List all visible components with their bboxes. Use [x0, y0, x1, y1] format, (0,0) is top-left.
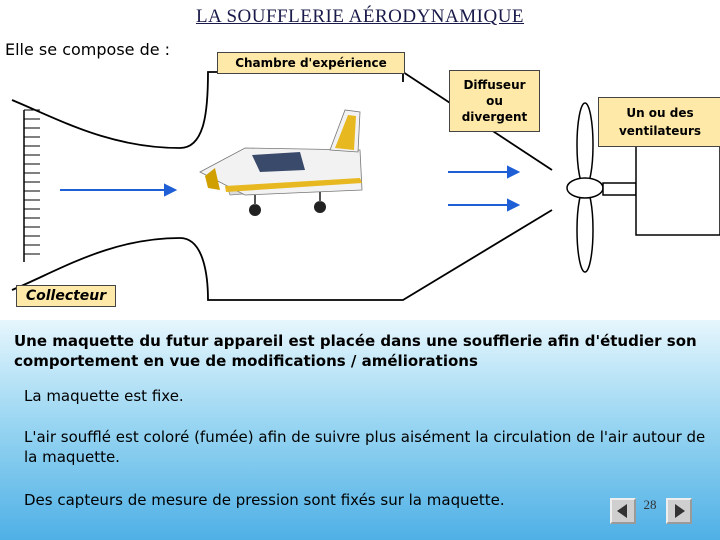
label-chamber: Chambre d'expérience [217, 52, 405, 74]
label-fans: Un ou des ventilateurs [598, 97, 720, 147]
paragraph-sensors: Des capteurs de mesure de pression sont … [24, 491, 505, 509]
arrow-right-icon [675, 504, 685, 518]
honeycomb-screen [23, 109, 40, 262]
label-diffuser: Diffuseur ou divergent [449, 70, 540, 132]
paragraph-fixed-model: La maquette est fixe. [24, 387, 184, 405]
label-collector: Collecteur [16, 285, 116, 307]
next-slide-button[interactable] [666, 498, 692, 524]
airplane-model [199, 109, 363, 216]
prev-slide-button[interactable] [610, 498, 636, 524]
fan-propeller [566, 102, 720, 273]
page-number: 28 [643, 497, 657, 512]
arrow-left-icon [617, 504, 627, 518]
wind-tunnel-diagram [11, 71, 720, 301]
intro-text: Elle se compose de : [5, 40, 171, 59]
airflow-arrows [60, 165, 521, 212]
text-panel [0, 320, 720, 540]
paragraph-smoke: L'air soufflé est coloré (fumée) afin de… [24, 428, 706, 466]
page-title: LA SOUFFLERIE AÉRODYNAMIQUE [195, 6, 525, 27]
paragraph-intro: Une maquette du futur appareil est placé… [14, 332, 697, 370]
